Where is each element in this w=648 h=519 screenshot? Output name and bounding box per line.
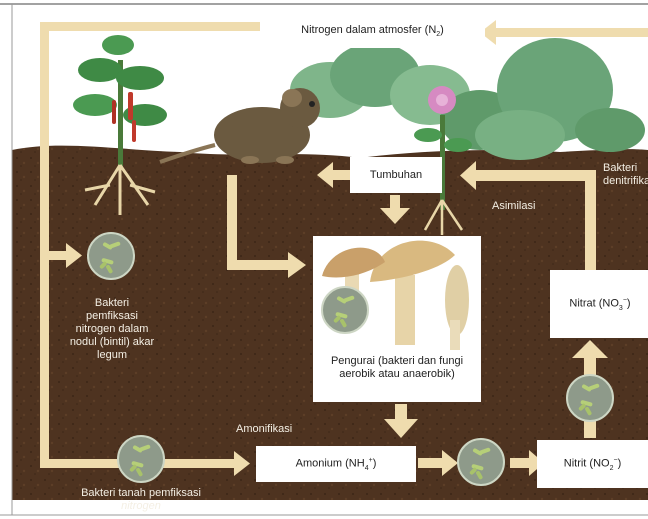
denitrifying-bacteria-label: Bakteri denitrifikasi: [603, 162, 648, 188]
amonium-label: Amonium (NH4+): [296, 457, 377, 472]
pengurai-label: Pengurai (bakteri dan fungi aerobik atau…: [313, 355, 481, 381]
atmosphere-box: Nitrogen dalam atmosfer (N2): [260, 14, 485, 48]
nitrit-box: Nitrit (NO2−): [537, 440, 648, 488]
atmosphere-label: Nitrogen dalam atmosfer (N2): [301, 24, 444, 38]
bacteria-icon: [322, 287, 368, 333]
bacteria-icon: [567, 375, 613, 421]
amonifikasi-label: Amonifikasi: [236, 423, 326, 436]
nitrat-box: Nitrat (NO3−): [550, 270, 648, 338]
asimilasi-label: Asimilasi: [492, 200, 572, 213]
tumbuhan-label: Tumbuhan: [370, 169, 422, 181]
bacteria-icon: [118, 436, 164, 482]
amonium-box: Amonium (NH4+): [256, 446, 416, 482]
bacteria-icon: [88, 233, 134, 279]
nitrit-label: Nitrit (NO2−): [564, 457, 622, 472]
nitrat-label: Nitrat (NO3−): [569, 297, 630, 312]
soil-bacteria-label: Bakteri tanah pemfiksasi nitrogen: [56, 487, 226, 513]
bacteria-icon: [458, 439, 504, 485]
tumbuhan-box: Tumbuhan: [350, 157, 442, 193]
nodule-bacteria-label: Bakteri pemfiksasi nitrogen dalam nodul …: [60, 297, 164, 362]
